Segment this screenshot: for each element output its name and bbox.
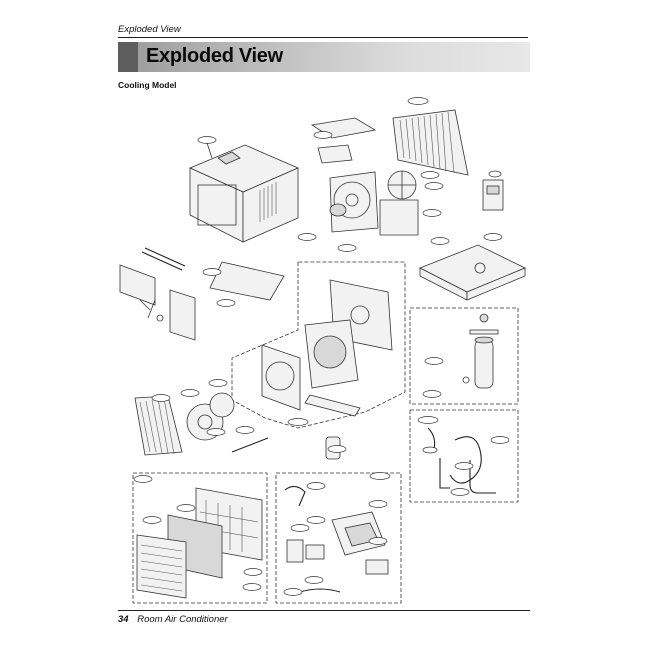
fan-motor-assembly — [297, 117, 444, 252]
footer-rule — [118, 610, 530, 611]
header-rule — [118, 37, 528, 38]
footer-text: Room Air Conditioner — [137, 614, 228, 625]
page-title: Exploded View — [146, 45, 283, 67]
condenser-coil — [392, 97, 504, 211]
page-number: 34 — [118, 614, 129, 625]
indoor-unit-group — [231, 261, 406, 429]
running-header: Exploded View — [118, 24, 181, 35]
base-pan — [419, 233, 526, 301]
title-box — [118, 42, 138, 72]
page-footer: 34 Room Air Conditioner — [118, 614, 228, 625]
control-box — [275, 472, 402, 604]
piping-box — [409, 409, 519, 503]
title-bar: Exploded View — [118, 42, 530, 72]
compressor-box — [409, 307, 519, 405]
evaporator-coil — [134, 379, 347, 460]
front-grille-box — [132, 472, 268, 604]
section-label: Cooling Model — [118, 80, 177, 90]
side-panel-parts — [119, 247, 285, 341]
cabinet-case — [188, 136, 300, 243]
